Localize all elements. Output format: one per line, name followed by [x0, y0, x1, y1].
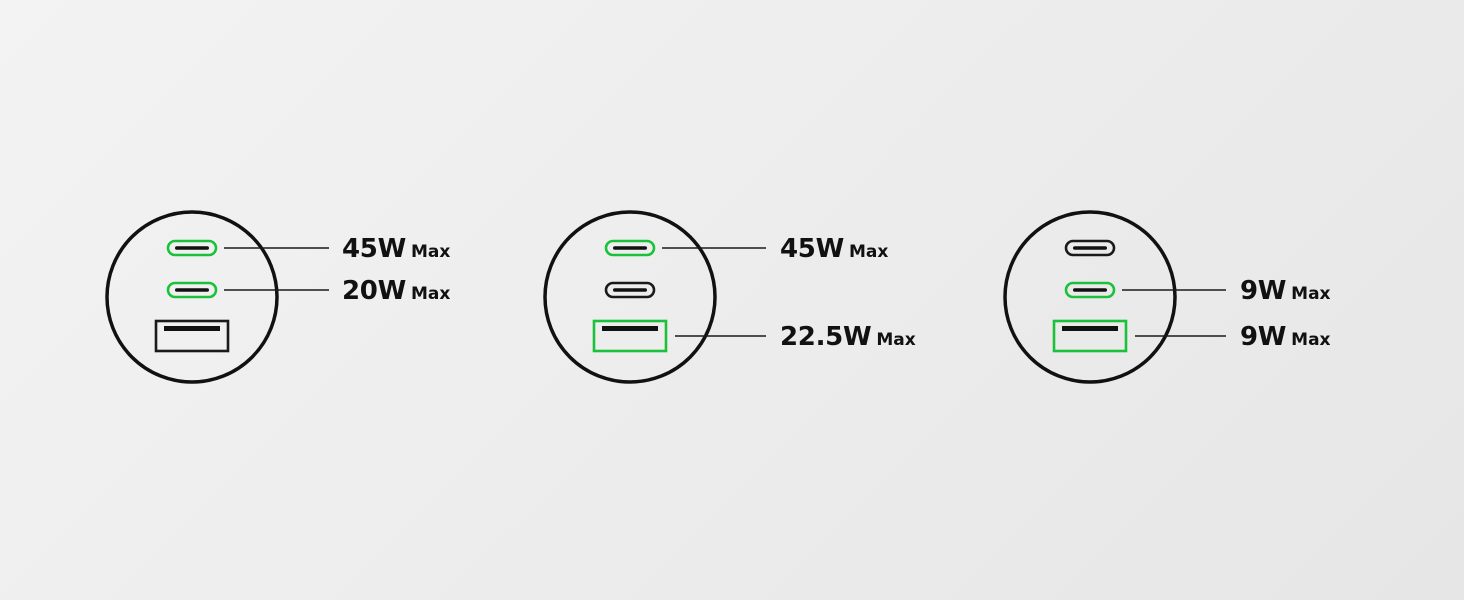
- port-diagram-1: [105, 210, 329, 384]
- power-output-max-suffix: Max: [876, 330, 916, 350]
- usb-c-port-icon: [1064, 239, 1116, 257]
- power-output-watts: 20W: [342, 276, 406, 306]
- usb-c-port-shell: [1064, 281, 1116, 299]
- port-diagram-2: [543, 210, 766, 384]
- usb-a-port-icon-active: [1052, 319, 1128, 353]
- power-output-watts: 9W: [1240, 276, 1287, 306]
- usb-c-port-tongue: [175, 246, 209, 250]
- usb-a-port-tongue: [164, 326, 220, 331]
- power-output-max-suffix: Max: [848, 242, 889, 262]
- usb-c-port-tongue: [175, 288, 209, 292]
- usb-a-port-shell: [592, 319, 668, 353]
- usb-a-port-shell: [154, 319, 230, 353]
- power-output-max-suffix: Max: [410, 284, 451, 304]
- power-output-max-suffix: Max: [1291, 330, 1331, 350]
- usb-c-port-tongue: [613, 288, 647, 292]
- usb-c-port-tongue: [613, 246, 647, 250]
- usb-a-port-tongue: [1062, 326, 1118, 331]
- usb-a-port-icon: [154, 319, 230, 353]
- port-diagram-3: [1003, 210, 1226, 384]
- usb-c-port-shell: [604, 281, 656, 299]
- usb-a-port-tongue: [602, 326, 658, 331]
- power-output-watts: 45W: [780, 234, 844, 264]
- usb-c-port-tongue: [1073, 246, 1107, 250]
- power-output-watts: 9W: [1240, 322, 1287, 352]
- usb-c-port-icon: [604, 281, 656, 299]
- usb-c-port-shell: [604, 239, 656, 257]
- usb-c-port-shell: [1064, 239, 1116, 257]
- power-output-max-suffix: Max: [410, 242, 451, 262]
- usb-c-port-icon-active: [604, 239, 656, 257]
- usb-c-port-icon-active: [166, 239, 218, 257]
- charger-face-outline: [543, 210, 717, 384]
- usb-c-port-icon-active: [166, 281, 218, 299]
- usb-c-port-shell: [166, 239, 218, 257]
- power-output-max-suffix: Max: [1291, 284, 1331, 304]
- power-output-watts: 22.5W: [780, 322, 872, 352]
- power-output-watts: 45W: [342, 234, 406, 264]
- usb-a-port-icon-active: [592, 319, 668, 353]
- usb-c-port-tongue: [1073, 288, 1107, 292]
- usb-c-port-shell: [166, 281, 218, 299]
- charger-face-outline: [1003, 210, 1177, 384]
- usb-c-port-icon-active: [1064, 281, 1116, 299]
- usb-a-port-shell: [1052, 319, 1128, 353]
- charger-face-outline: [105, 210, 279, 384]
